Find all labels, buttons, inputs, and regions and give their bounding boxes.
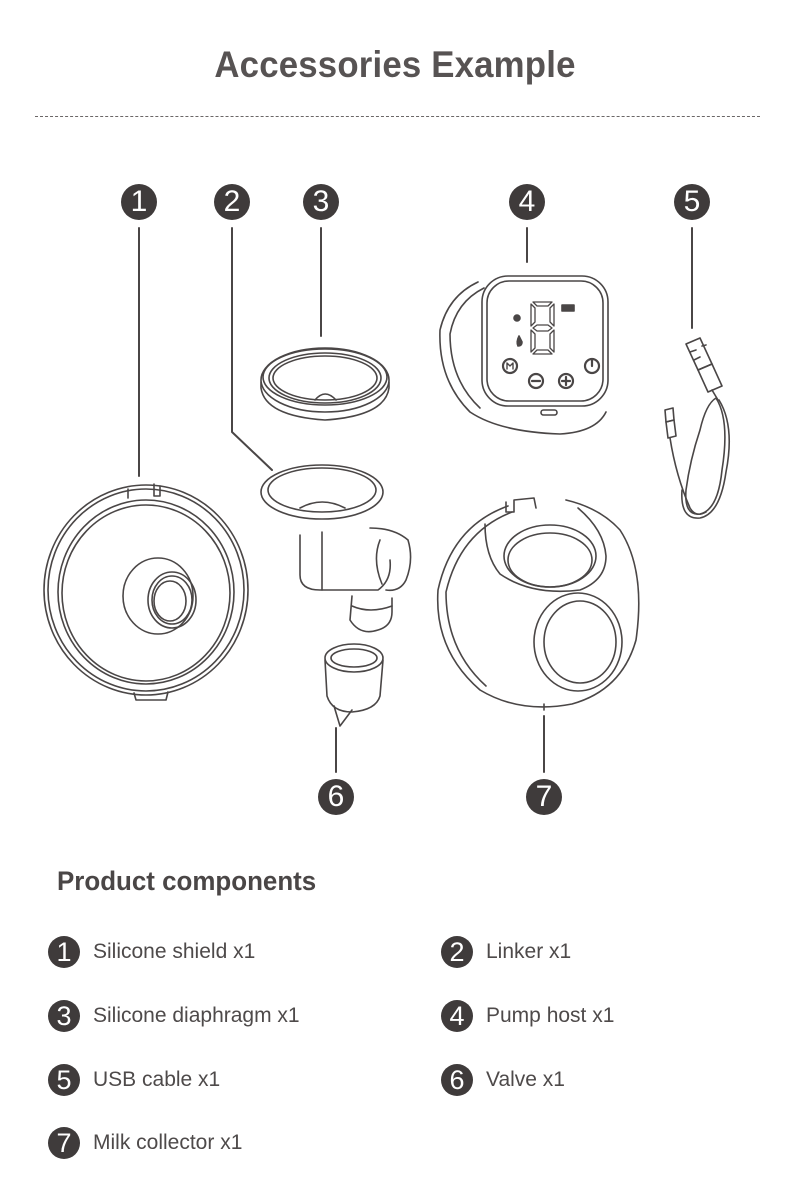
- silicone-shield-icon: [43, 483, 249, 701]
- component-item-7: 7 Milk collector x1: [48, 1126, 242, 1160]
- component-item-4: 4 Pump host x1: [441, 999, 614, 1033]
- component-number-badge: 2: [441, 936, 473, 968]
- callout-badge-2: 2: [214, 184, 250, 220]
- callout-badge-6: 6: [318, 779, 354, 815]
- component-item-6: 6 Valve x1: [441, 1063, 565, 1097]
- component-item-1: 1 Silicone shield x1: [48, 935, 255, 969]
- component-label: Linker x1: [486, 940, 572, 963]
- component-number-badge: 5: [48, 1064, 80, 1096]
- valve-icon: [324, 643, 384, 727]
- page-title: Accessories Example: [214, 44, 576, 85]
- callout-badge-5: 5: [674, 184, 710, 220]
- component-item-3: 3 Silicone diaphragm x1: [48, 999, 300, 1033]
- component-item-2: 2 Linker x1: [441, 935, 571, 969]
- callout-badge-4: 4: [509, 184, 545, 220]
- component-label: Valve x1: [486, 1068, 565, 1091]
- component-number-badge: 3: [48, 1000, 80, 1032]
- callout-badge-1: 1: [121, 184, 157, 220]
- linker-icon: [260, 464, 412, 633]
- component-label: Silicone shield x1: [93, 940, 256, 963]
- pump-host-icon: [439, 275, 609, 435]
- component-number-badge: 1: [48, 936, 80, 968]
- section-title-product-components: Product components: [57, 866, 317, 896]
- component-number-badge: 4: [441, 1000, 473, 1032]
- usb-cable-icon: [664, 337, 731, 519]
- leader-lines: [138, 227, 693, 773]
- component-number-badge: 7: [48, 1127, 80, 1159]
- component-item-5: 5 USB cable x1: [48, 1063, 220, 1097]
- dashed-divider: [35, 116, 760, 117]
- silicone-diaphragm-icon: [260, 347, 390, 421]
- callout-badge-7: 7: [526, 779, 562, 815]
- callout-badge-3: 3: [303, 184, 339, 220]
- component-label: Milk collector x1: [93, 1131, 243, 1154]
- milk-collector-icon: [436, 497, 640, 711]
- component-label: Pump host x1: [486, 1004, 615, 1027]
- component-label: Silicone diaphragm x1: [93, 1004, 300, 1027]
- accessories-diagram: [43, 227, 731, 773]
- component-label: USB cable x1: [93, 1068, 221, 1091]
- component-number-badge: 6: [441, 1064, 473, 1096]
